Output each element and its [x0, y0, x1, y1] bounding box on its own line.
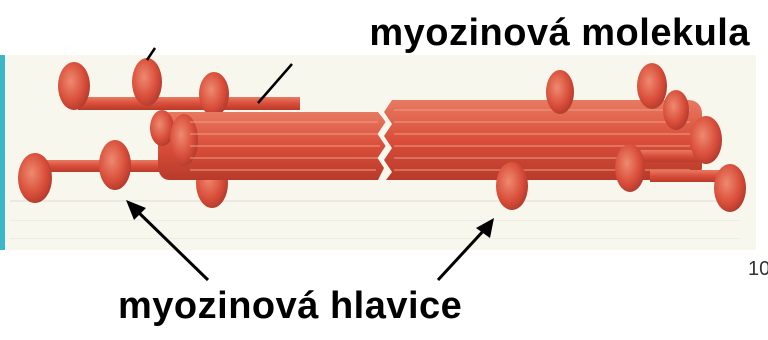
filament-bundle-right [384, 100, 702, 180]
myosin-head [496, 162, 528, 210]
myosin-head [663, 90, 689, 130]
heads-label: myozinová hlavice [118, 287, 462, 325]
myosin-head [58, 62, 90, 110]
myosin-head [199, 72, 229, 116]
myosin-head [132, 58, 162, 106]
myosin-head [18, 153, 52, 203]
myosin-head [637, 63, 667, 109]
myosin-tail [78, 97, 300, 110]
page-number: 10 [748, 259, 768, 279]
myosin-head [690, 116, 722, 164]
myosin-head [546, 70, 574, 114]
myosin-head [615, 144, 645, 192]
myosin-head [714, 164, 746, 212]
scan-edge [0, 55, 5, 250]
molecule-label: myozinová molekula [369, 14, 750, 52]
myosin-head [99, 140, 131, 190]
